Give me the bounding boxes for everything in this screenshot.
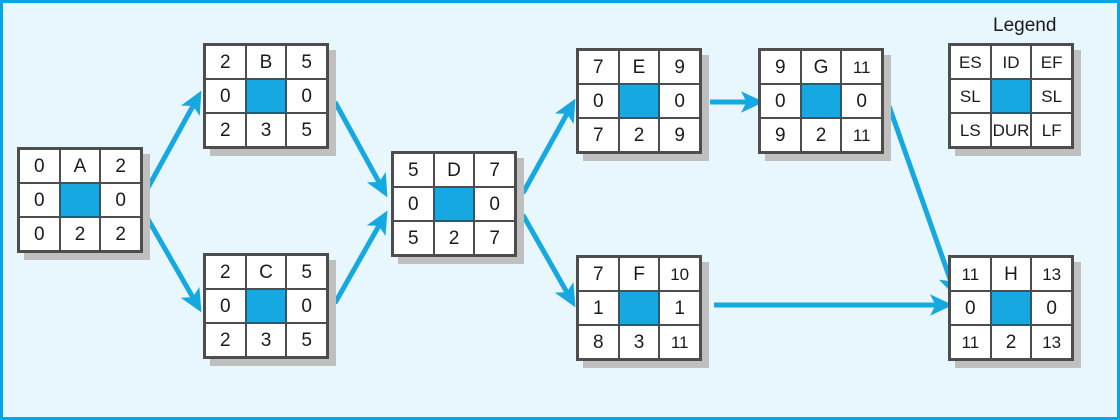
edge-b-d bbox=[332, 100, 388, 198]
node-a-sl-right: 0 bbox=[100, 183, 141, 217]
node-e-es: 7 bbox=[578, 50, 619, 84]
node-b-ef: 5 bbox=[286, 45, 327, 79]
node-c-lf: 5 bbox=[286, 323, 327, 357]
node-e-dur: 2 bbox=[618, 118, 660, 152]
legend-cell-lf: LF bbox=[1031, 113, 1072, 147]
node-e-id: E bbox=[618, 50, 660, 84]
node-f-sl-right: 1 bbox=[659, 291, 700, 325]
node-f-dur: 3 bbox=[618, 325, 660, 359]
node-f-center bbox=[618, 291, 660, 325]
node-e-center bbox=[618, 84, 660, 118]
node-b-lf: 5 bbox=[286, 113, 327, 147]
node-f[interactable]: 7 F 10 1 1 8 3 11 bbox=[576, 255, 702, 361]
edge-a-b bbox=[142, 90, 202, 195]
node-h-center bbox=[990, 291, 1032, 325]
node-a-lf: 2 bbox=[100, 217, 141, 251]
node-b-center bbox=[245, 79, 287, 113]
node-h-sl-left: 0 bbox=[950, 291, 991, 325]
node-h[interactable]: 11 H 13 0 0 11 2 13 bbox=[948, 255, 1074, 361]
node-h-ef: 13 bbox=[1031, 257, 1072, 291]
node-e-ef: 9 bbox=[659, 50, 700, 84]
node-e-lf: 9 bbox=[659, 118, 700, 152]
node-c-sl-right: 0 bbox=[286, 289, 327, 323]
node-c-dur: 3 bbox=[245, 323, 287, 357]
node-c-ef: 5 bbox=[286, 255, 327, 289]
node-a-ef: 2 bbox=[100, 149, 141, 183]
node-d-sl-left: 0 bbox=[393, 187, 434, 221]
edge-a-c bbox=[142, 212, 202, 313]
node-f-lf: 11 bbox=[659, 325, 700, 359]
node-a-sl-left: 0 bbox=[19, 183, 60, 217]
node-h-lf: 13 bbox=[1031, 325, 1072, 359]
legend-cell-ls: LS bbox=[950, 113, 991, 147]
node-e-ls: 7 bbox=[578, 118, 619, 152]
node-b-ls: 2 bbox=[205, 113, 246, 147]
node-d-ls: 5 bbox=[393, 221, 434, 255]
node-a-ls: 0 bbox=[19, 217, 60, 251]
node-h-sl-right: 0 bbox=[1031, 291, 1072, 325]
node-c[interactable]: 2 C 5 0 0 2 3 5 bbox=[203, 253, 329, 359]
node-c-es: 2 bbox=[205, 255, 246, 289]
edge-d-f bbox=[520, 213, 576, 308]
node-c-center bbox=[245, 289, 287, 323]
node-h-dur: 2 bbox=[990, 325, 1032, 359]
node-g-ls: 9 bbox=[760, 118, 801, 152]
node-b-sl-right: 0 bbox=[286, 79, 327, 113]
node-a-dur: 2 bbox=[59, 217, 101, 251]
node-d-id: D bbox=[433, 153, 475, 187]
node-b-dur: 3 bbox=[245, 113, 287, 147]
node-f-ef: 10 bbox=[659, 257, 700, 291]
edge-c-d bbox=[332, 210, 388, 305]
node-d-es: 5 bbox=[393, 153, 434, 187]
legend-cell-id: ID bbox=[990, 45, 1032, 79]
node-d-dur: 2 bbox=[433, 221, 475, 255]
node-c-sl-left: 0 bbox=[205, 289, 246, 323]
node-e-sl-left: 0 bbox=[578, 84, 619, 118]
node-e[interactable]: 7 E 9 0 0 7 2 9 bbox=[576, 48, 702, 154]
legend-cell-center bbox=[990, 79, 1032, 113]
legend-title: Legend bbox=[993, 15, 1057, 36]
node-f-es: 7 bbox=[578, 257, 619, 291]
node-f-id: F bbox=[618, 257, 660, 291]
node-g-sl-left: 0 bbox=[760, 84, 801, 118]
node-a-id: A bbox=[59, 149, 101, 183]
node-e-sl-right: 0 bbox=[659, 84, 700, 118]
node-h-id: H bbox=[990, 257, 1032, 291]
legend-cell-sl-left: SL bbox=[950, 79, 991, 113]
legend-cell-es: ES bbox=[950, 45, 991, 79]
node-g-center bbox=[800, 84, 842, 118]
node-d-ef: 7 bbox=[474, 153, 515, 187]
node-a[interactable]: 0 A 2 0 0 0 2 2 bbox=[17, 147, 143, 253]
node-d-lf: 7 bbox=[474, 221, 515, 255]
node-b[interactable]: 2 B 5 0 0 2 3 5 bbox=[203, 43, 329, 149]
node-h-ls: 11 bbox=[950, 325, 991, 359]
node-d-center bbox=[433, 187, 475, 221]
edge-d-e bbox=[520, 98, 576, 195]
node-g-lf: 11 bbox=[841, 118, 882, 152]
node-h-es: 11 bbox=[950, 257, 991, 291]
node-g[interactable]: 9 G 11 0 0 9 2 11 bbox=[758, 48, 884, 154]
node-a-es: 0 bbox=[19, 149, 60, 183]
node-g-dur: 2 bbox=[800, 118, 842, 152]
node-g-ef: 11 bbox=[841, 50, 882, 84]
node-b-es: 2 bbox=[205, 45, 246, 79]
edge-g-h bbox=[886, 105, 960, 298]
node-b-id: B bbox=[245, 45, 287, 79]
node-g-sl-right: 0 bbox=[841, 84, 882, 118]
legend-cell-ef: EF bbox=[1031, 45, 1072, 79]
node-c-id: C bbox=[245, 255, 287, 289]
legend-cell-dur: DUR bbox=[990, 113, 1032, 147]
node-f-sl-left: 1 bbox=[578, 291, 619, 325]
legend-node: ES ID EF SL SL LS DUR LF bbox=[948, 43, 1074, 149]
node-a-center bbox=[59, 183, 101, 217]
node-d[interactable]: 5 D 7 0 0 5 2 7 bbox=[391, 151, 517, 257]
node-g-es: 9 bbox=[760, 50, 801, 84]
legend-cell-sl-right: SL bbox=[1031, 79, 1072, 113]
node-g-id: G bbox=[800, 50, 842, 84]
node-b-sl-left: 0 bbox=[205, 79, 246, 113]
node-c-ls: 2 bbox=[205, 323, 246, 357]
node-d-sl-right: 0 bbox=[474, 187, 515, 221]
node-f-ls: 8 bbox=[578, 325, 619, 359]
